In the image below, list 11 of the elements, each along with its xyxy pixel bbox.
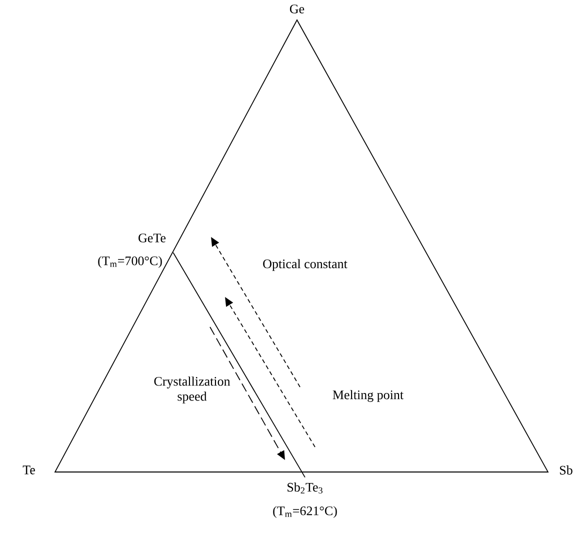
tie-line: [172, 252, 306, 478]
element-label: Sb: [560, 465, 572, 475]
melting-temperature: (T$_{m}$=621°C): [273, 506, 337, 518]
trend-label: Melting point: [332, 390, 404, 402]
element-label: Sb$_{2}$Te$_{3}$: [288, 482, 322, 494]
trend-label: Crystallization speed: [154, 376, 230, 404]
element-label: GeTe: [138, 234, 166, 242]
element-label: Ge: [290, 4, 304, 14]
element-label: Te: [22, 466, 35, 474]
melting-temperature: (T$_{m}$=700°C): [98, 256, 162, 268]
trend-label: Optical constant: [263, 259, 348, 271]
